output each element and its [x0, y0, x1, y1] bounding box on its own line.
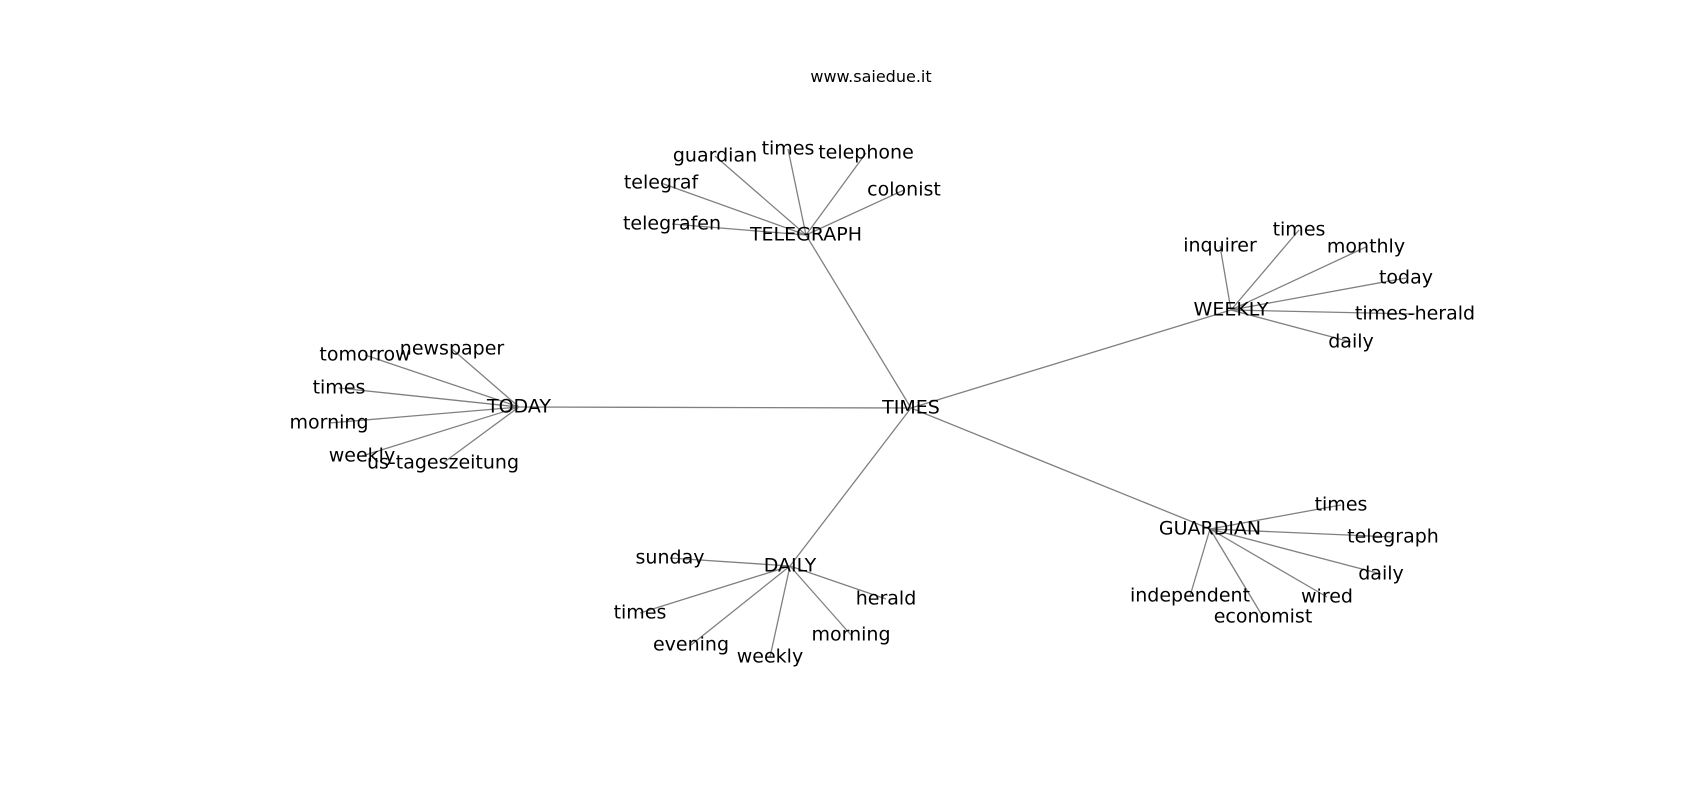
leaf-node-label-guardian-wired: wired	[1301, 586, 1353, 608]
graph-edges	[328, 148, 1416, 658]
leaf-node-label-weekly-daily: daily	[1328, 331, 1374, 353]
edge-telegraph-to-telegrafen	[671, 223, 807, 236]
edge-today-to-times	[338, 387, 520, 408]
hub-node-label-weekly: WEEKLY	[1194, 299, 1269, 321]
leaf-node-label-today-morning: morning	[289, 412, 368, 434]
leaf-node-label-weekly-today: today	[1379, 267, 1433, 289]
leaf-node-label-daily-weekly: weekly	[737, 646, 803, 668]
leaf-node-label-guardian-telegraph: telegraph	[1347, 526, 1439, 548]
edge-root-to-daily	[789, 407, 912, 567]
edge-daily-to-sunday	[669, 557, 791, 567]
leaf-node-label-today-us-tageszeitung: us-tageszeitung	[367, 452, 519, 474]
edge-telegraph-to-telegraf	[660, 182, 807, 236]
edge-today-to-newspaper	[451, 348, 520, 408]
edge-weekly-to-inquirer	[1219, 245, 1232, 311]
edge-root-to-today	[518, 406, 912, 409]
leaf-node-label-daily-evening: evening	[653, 634, 729, 656]
edge-root-to-telegraph	[805, 234, 912, 409]
leaf-node-label-today-weekly: weekly	[329, 445, 395, 467]
leaf-node-label-telegraph-guardian: guardian	[673, 145, 757, 167]
root-node-label: TIMES	[881, 397, 940, 419]
watermark-text: www.saiedue.it	[810, 67, 931, 86]
edge-daily-to-morning	[789, 565, 852, 636]
leaf-node-label-telegraph-colonist: colonist	[867, 179, 941, 201]
hub-node-label-telegraph: TELEGRAPH	[749, 224, 862, 246]
edge-guardian-to-daily	[1209, 528, 1382, 575]
edge-guardian-to-economist	[1209, 528, 1264, 618]
edge-weekly-to-daily	[1230, 309, 1352, 343]
leaf-node-label-guardian-daily: daily	[1358, 563, 1404, 585]
edge-root-to-weekly	[910, 309, 1232, 409]
leaf-node-label-telegraph-telegraf: telegraf	[624, 172, 700, 194]
leaf-node-label-today-times: times	[313, 377, 366, 399]
leaf-node-label-guardian-independent: independent	[1130, 585, 1250, 607]
edge-guardian-to-independent	[1189, 528, 1211, 597]
leaf-node-label-weekly-monthly: monthly	[1327, 236, 1405, 258]
edge-daily-to-evening	[690, 565, 791, 646]
edge-today-to-tomorrow	[364, 354, 520, 408]
leaf-node-label-guardian-economist: economist	[1214, 606, 1313, 628]
edge-telegraph-to-guardian	[714, 155, 807, 236]
edge-weekly-to-monthly	[1230, 246, 1367, 311]
edge-daily-to-herald	[789, 565, 887, 600]
leaf-node-label-telegraph-telegrafen: telegrafen	[623, 213, 721, 235]
leaf-node-label-weekly-times-herald: times-herald	[1355, 303, 1475, 325]
edge-weekly-to-today	[1230, 277, 1407, 311]
edge-guardian-to-times	[1209, 504, 1342, 530]
leaf-node-label-daily-morning: morning	[811, 624, 890, 646]
edge-today-to-us-tageszeitung	[442, 406, 520, 464]
edge-guardian-to-wired	[1209, 528, 1328, 598]
edge-telegraph-to-telephone	[805, 152, 867, 236]
edge-telegraph-to-colonist	[805, 189, 905, 236]
edge-guardian-to-telegraph	[1209, 528, 1394, 538]
leaf-node-label-daily-times: times	[614, 602, 667, 624]
leaf-node-label-today-newspaper: newspaper	[400, 338, 505, 360]
leaf-node-label-weekly-times: times	[1273, 219, 1326, 241]
hub-node-label-guardian: GUARDIAN	[1159, 518, 1261, 540]
leaf-node-label-daily-sunday: sunday	[636, 547, 705, 569]
leaf-node-label-telegraph-telephone: telephone	[818, 142, 914, 164]
edge-today-to-weekly	[361, 406, 520, 457]
edge-telegraph-to-times	[787, 148, 807, 236]
leaf-node-label-guardian-times: times	[1315, 494, 1368, 516]
hub-node-label-daily: DAILY	[764, 555, 817, 577]
edge-daily-to-times	[639, 565, 791, 614]
leaf-node-label-daily-herald: herald	[856, 588, 917, 610]
leaf-node-label-weekly-inquirer: inquirer	[1183, 235, 1257, 257]
hub-node-label-today: TODAY	[486, 396, 551, 418]
edge-weekly-to-times	[1230, 229, 1300, 311]
edge-root-to-guardian	[910, 407, 1211, 530]
edge-daily-to-weekly	[769, 565, 791, 658]
leaf-node-label-telegraph-times: times	[762, 138, 815, 160]
leaf-node-label-today-tomorrow: tomorrow	[319, 344, 410, 366]
edge-today-to-morning	[328, 406, 520, 424]
edge-weekly-to-times-herald	[1230, 309, 1416, 315]
